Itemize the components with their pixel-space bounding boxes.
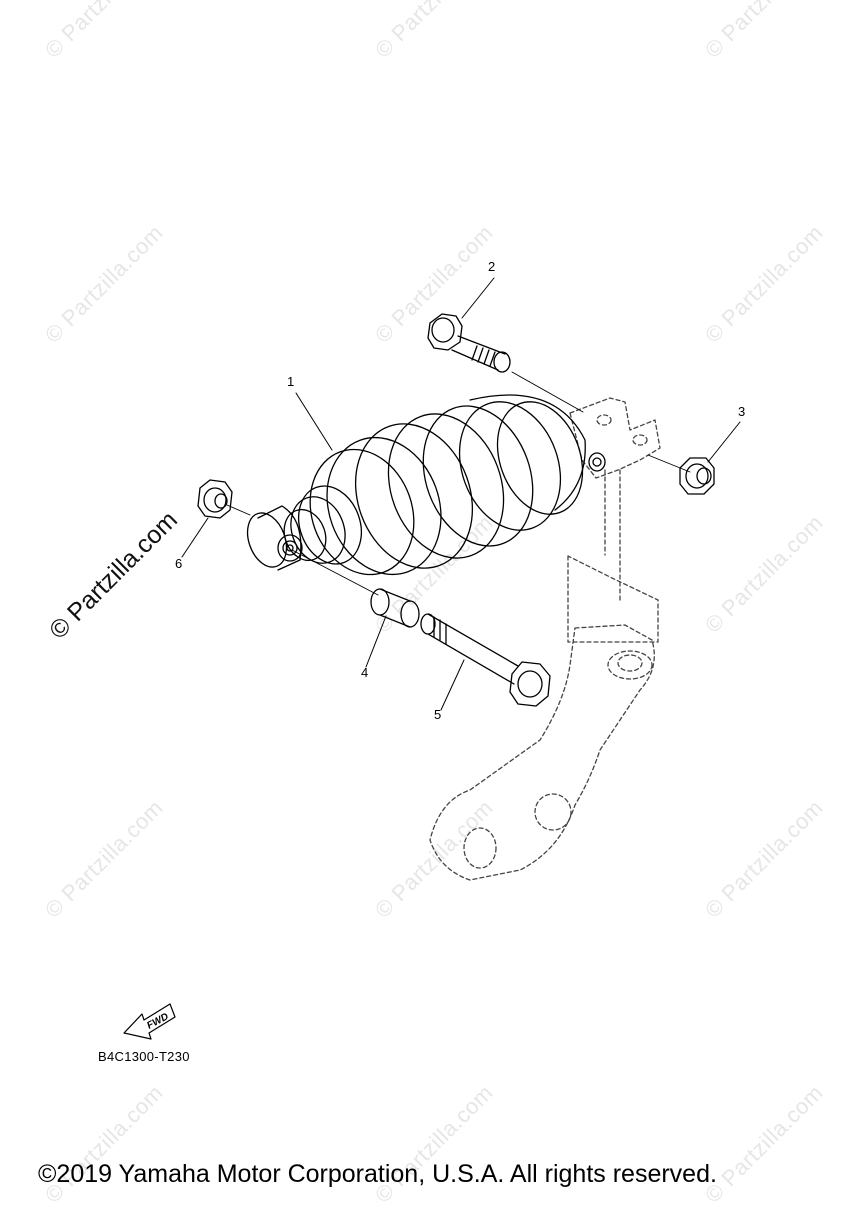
callout-1: 1 bbox=[287, 374, 295, 389]
callout-2: 2 bbox=[488, 259, 496, 274]
callout-6: 6 bbox=[175, 556, 183, 571]
part-2-bolt bbox=[427, 313, 511, 373]
part-6-nut bbox=[197, 479, 233, 519]
diagram-code: B4C1300-T230 bbox=[98, 1049, 190, 1064]
callout-3: 3 bbox=[738, 404, 746, 419]
fwd-arrow-icon: FWD bbox=[123, 1003, 176, 1040]
callout-5: 5 bbox=[434, 707, 442, 722]
upper-bracket bbox=[569, 397, 661, 479]
fwd-label: FWD bbox=[145, 1011, 170, 1031]
linkage-arm bbox=[429, 469, 659, 881]
shock-body bbox=[246, 452, 606, 571]
shock-spring bbox=[309, 394, 586, 576]
part-5-bolt bbox=[420, 613, 551, 707]
callout-4: 4 bbox=[361, 665, 369, 680]
part-3-nut bbox=[679, 457, 715, 495]
copyright-notice: ©2019 Yamaha Motor Corporation, U.S.A. A… bbox=[38, 1160, 717, 1188]
callout-leaders bbox=[181, 277, 741, 711]
part-4-collar bbox=[370, 588, 420, 628]
